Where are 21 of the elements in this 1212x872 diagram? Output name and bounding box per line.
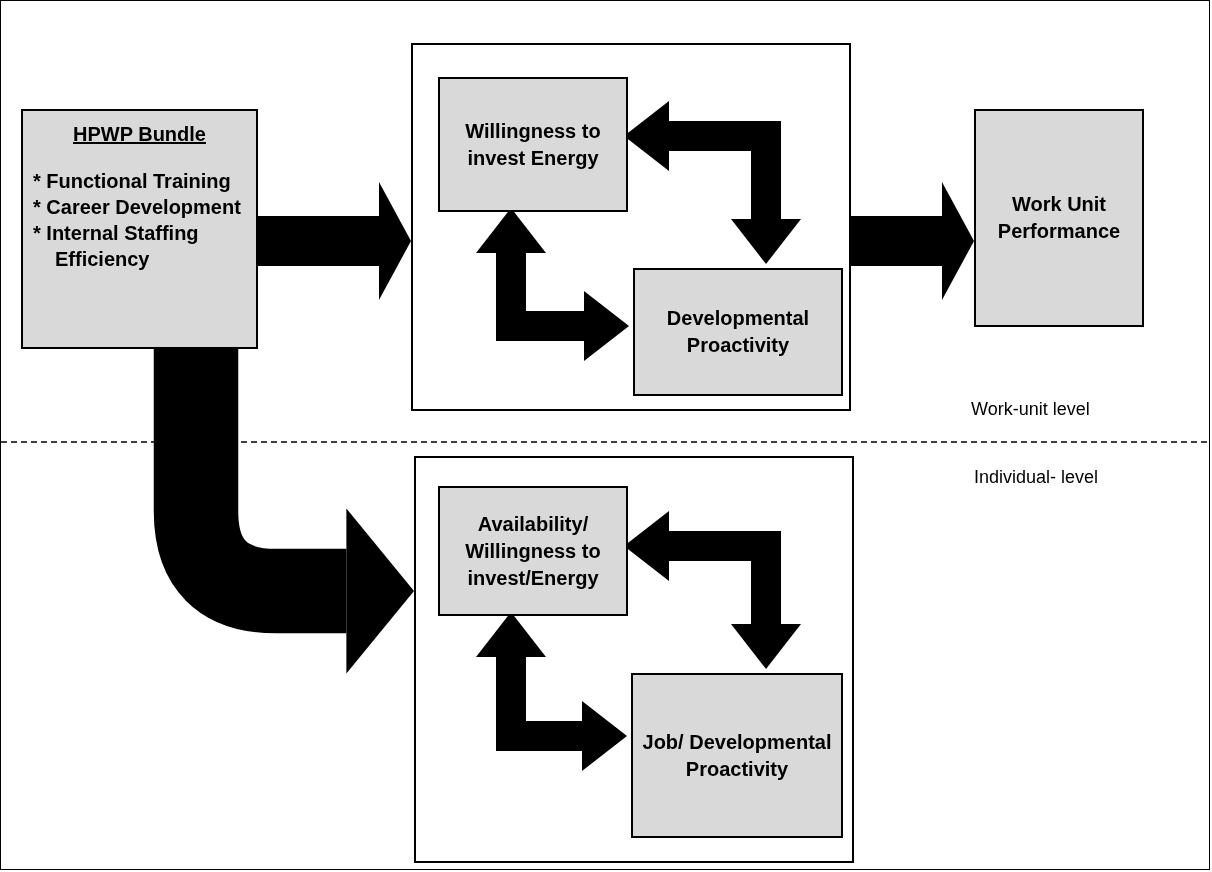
process-box bbox=[438, 486, 628, 616]
level-label: Work-unit level bbox=[971, 399, 1090, 420]
process-box bbox=[21, 109, 258, 349]
box-label: Developmental Proactivity bbox=[665, 306, 811, 358]
process-box bbox=[974, 109, 1144, 327]
box-label: Job/ Developmental Proactivity bbox=[641, 729, 833, 782]
block-arrow bbox=[258, 182, 411, 300]
process-box bbox=[633, 268, 843, 396]
list-item: * Functional Training bbox=[33, 169, 232, 194]
group-box bbox=[411, 43, 851, 411]
block-arrow bbox=[851, 182, 974, 300]
group-box bbox=[414, 456, 854, 863]
process-box bbox=[438, 77, 628, 212]
list-item: * Internal Staffing Efficiency bbox=[33, 221, 200, 272]
box-heading: HPWP Bundle bbox=[73, 123, 206, 146]
box-label: Availability/ Willingness to invest/Energy bbox=[464, 511, 602, 591]
box-label: Work Unit Performance bbox=[996, 192, 1122, 244]
level-label: Individual- level bbox=[974, 467, 1099, 488]
process-box bbox=[631, 673, 843, 838]
box-label: Willingness to invest Energy bbox=[464, 118, 602, 171]
list-item: * Career Development bbox=[33, 195, 242, 220]
